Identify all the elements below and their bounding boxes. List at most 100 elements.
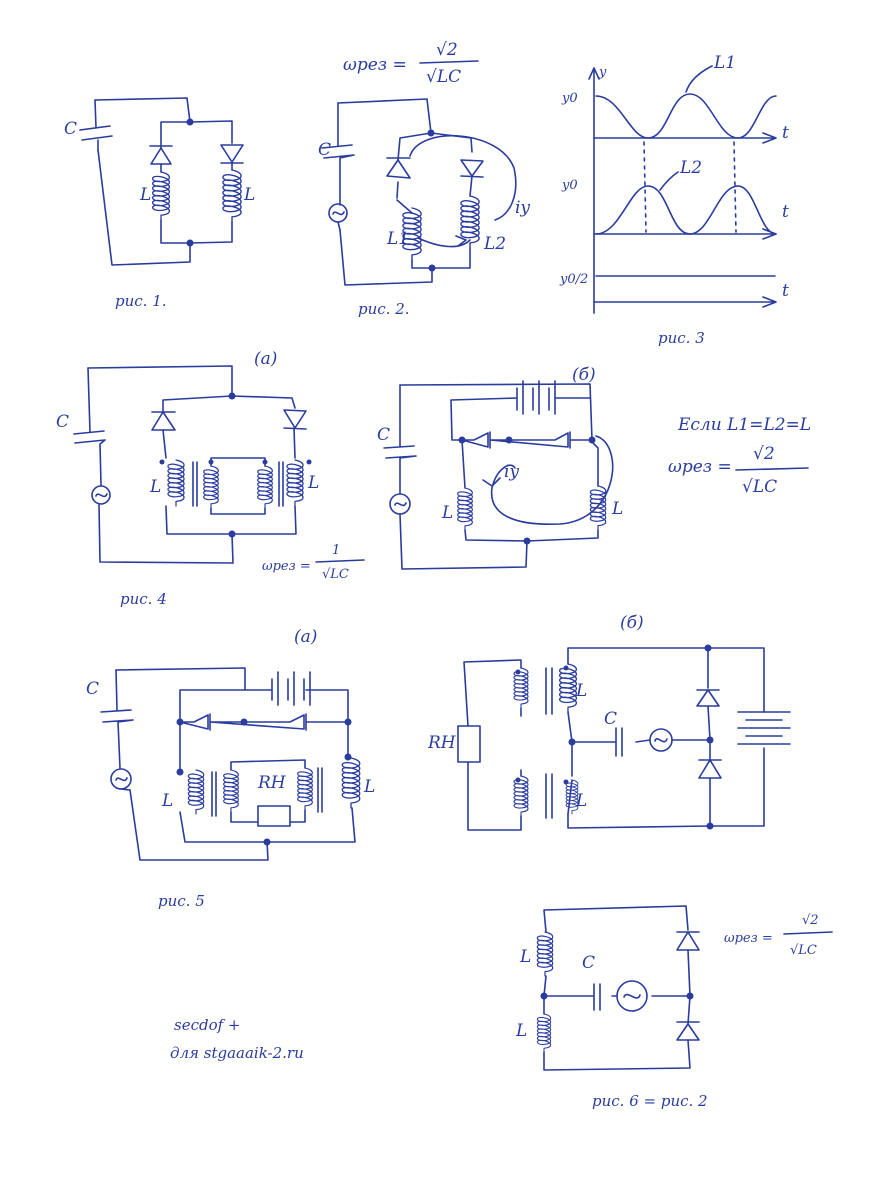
figure-caption: рис. 6 = рис. 2 [592,1092,708,1110]
junction-node [344,718,352,726]
fig6-circuit: L L C ωрез = √2 √LC рис. 6 = рис. 2 [515,905,833,1110]
ac-source-icon [649,728,673,752]
capacitor-label: C [86,679,99,699]
curve-label: L2 [679,158,702,178]
formula-denominator: √LC [742,477,777,497]
coil-label: L [161,791,173,811]
junction-node [706,736,714,744]
junction-node [186,239,194,247]
axis-half-label: y0/2 [559,272,588,287]
axis-t-label: t [782,123,789,143]
credit-line: для stgaaaik-2.ru [170,1044,304,1062]
capacitor-label: C [604,709,617,729]
fig5b-circuit: (б) RH L L C [427,613,791,831]
formula-numerator: √2 [802,913,819,928]
sub-label: (a) [254,349,277,369]
junction-node [428,264,436,272]
fig5a-circuit: (a) C L L RH рис. 5 [86,627,375,910]
formula-numerator: √2 [436,40,458,60]
junction-node [588,436,596,444]
fig4a-circuit: (a) C L L ωрез = 1 √LC рис. 4 [56,349,365,608]
sub-label: (б) [572,365,596,385]
junction-node [568,738,576,746]
junction-node [523,537,531,545]
resonance-note: Если L1=L2=L ωрез = √2 √LC [668,415,811,497]
coil-label: L [363,777,375,797]
sub-label: (б) [620,613,644,633]
ac-source-icon [91,485,111,505]
figure-caption: рис. 4 [120,590,167,608]
curve-l2 [595,185,777,235]
figure-caption: рис. 3 [658,329,705,347]
figure-caption: рис. 5 [158,892,205,910]
axis-y0-label: y0 [561,91,578,106]
junction-node [228,530,236,538]
formula-lhs: ωрез = [262,559,311,574]
fig2-circuit: ωрез = √2 √LC C L1 L2 iy рис. 2. [318,40,530,318]
coil-label: L [139,185,151,205]
figure-caption: рис. 2. [358,300,410,318]
junction-node [686,992,694,1000]
current-label: iy [515,198,530,218]
formula-denominator: √LC [322,567,349,582]
sub-label: (a) [294,627,317,647]
figure-caption: рис. 1. [115,292,167,310]
curve-l1 [595,93,777,139]
junction-node [704,644,712,652]
junction-node [458,436,466,444]
load-label: RH [427,733,457,753]
junction-node [505,436,513,444]
formula-numerator: √2 [753,444,775,464]
ac-source-icon [616,980,648,1012]
coil-l1-label: L1 [386,229,409,249]
junction-node [176,718,184,726]
formula-denominator: √LC [790,943,817,958]
curve-label: L1 [713,53,736,73]
junction-node [263,838,271,846]
formula-denominator: √LC [426,67,461,87]
axis-y-label: y [598,65,607,80]
formula-lhs: ωрез = [343,55,407,75]
axis-t-label: t [782,281,789,301]
capacitor-label: C [56,412,69,432]
junction-node [228,392,236,400]
coil-label: L [575,791,587,811]
axis-t-label: t [782,202,789,222]
author-credit: secdof + для stgaaaik-2.ru [170,1016,304,1062]
credit-line: secdof + [174,1016,241,1034]
junction-node [176,768,184,776]
axis-y0-label: y0 [561,178,578,193]
current-label: iy [504,462,519,482]
fig1-circuit: C L L рис. 1. [64,97,255,310]
junction-node [344,753,352,761]
condition-text: Если L1=L2=L [677,415,811,435]
capacitor-label: C [318,140,331,160]
coil-l2-label: L2 [483,234,506,254]
junction-node [706,822,714,830]
junction-node [427,129,435,137]
formula-lhs: ωрез = [668,457,732,477]
coil-label: L [575,681,587,701]
coil-label: L [519,947,531,967]
fig3-graphs: y0 y t L1 y0 t L2 y0/2 t рис. 3 [559,53,789,347]
junction-node [540,992,548,1000]
coil-label: L [243,185,255,205]
capacitor-label: C [64,119,77,139]
junction-node [186,118,194,126]
fig4b-circuit: (б) C L L iy [377,365,623,570]
formula-numerator: 1 [332,543,340,558]
junction-node [240,718,248,726]
load-label: RH [257,773,287,793]
coil-label: L [515,1021,527,1041]
formula-lhs: ωрез = [724,931,773,946]
load-resistor-icon [457,725,481,763]
load-resistor-icon [257,805,291,827]
coil-label: L [611,499,623,519]
capacitor-label: C [377,425,390,445]
coil-label: L [149,477,161,497]
coil-label: L [307,473,319,493]
coil-label: L [441,503,453,523]
capacitor-label: C [582,953,595,973]
